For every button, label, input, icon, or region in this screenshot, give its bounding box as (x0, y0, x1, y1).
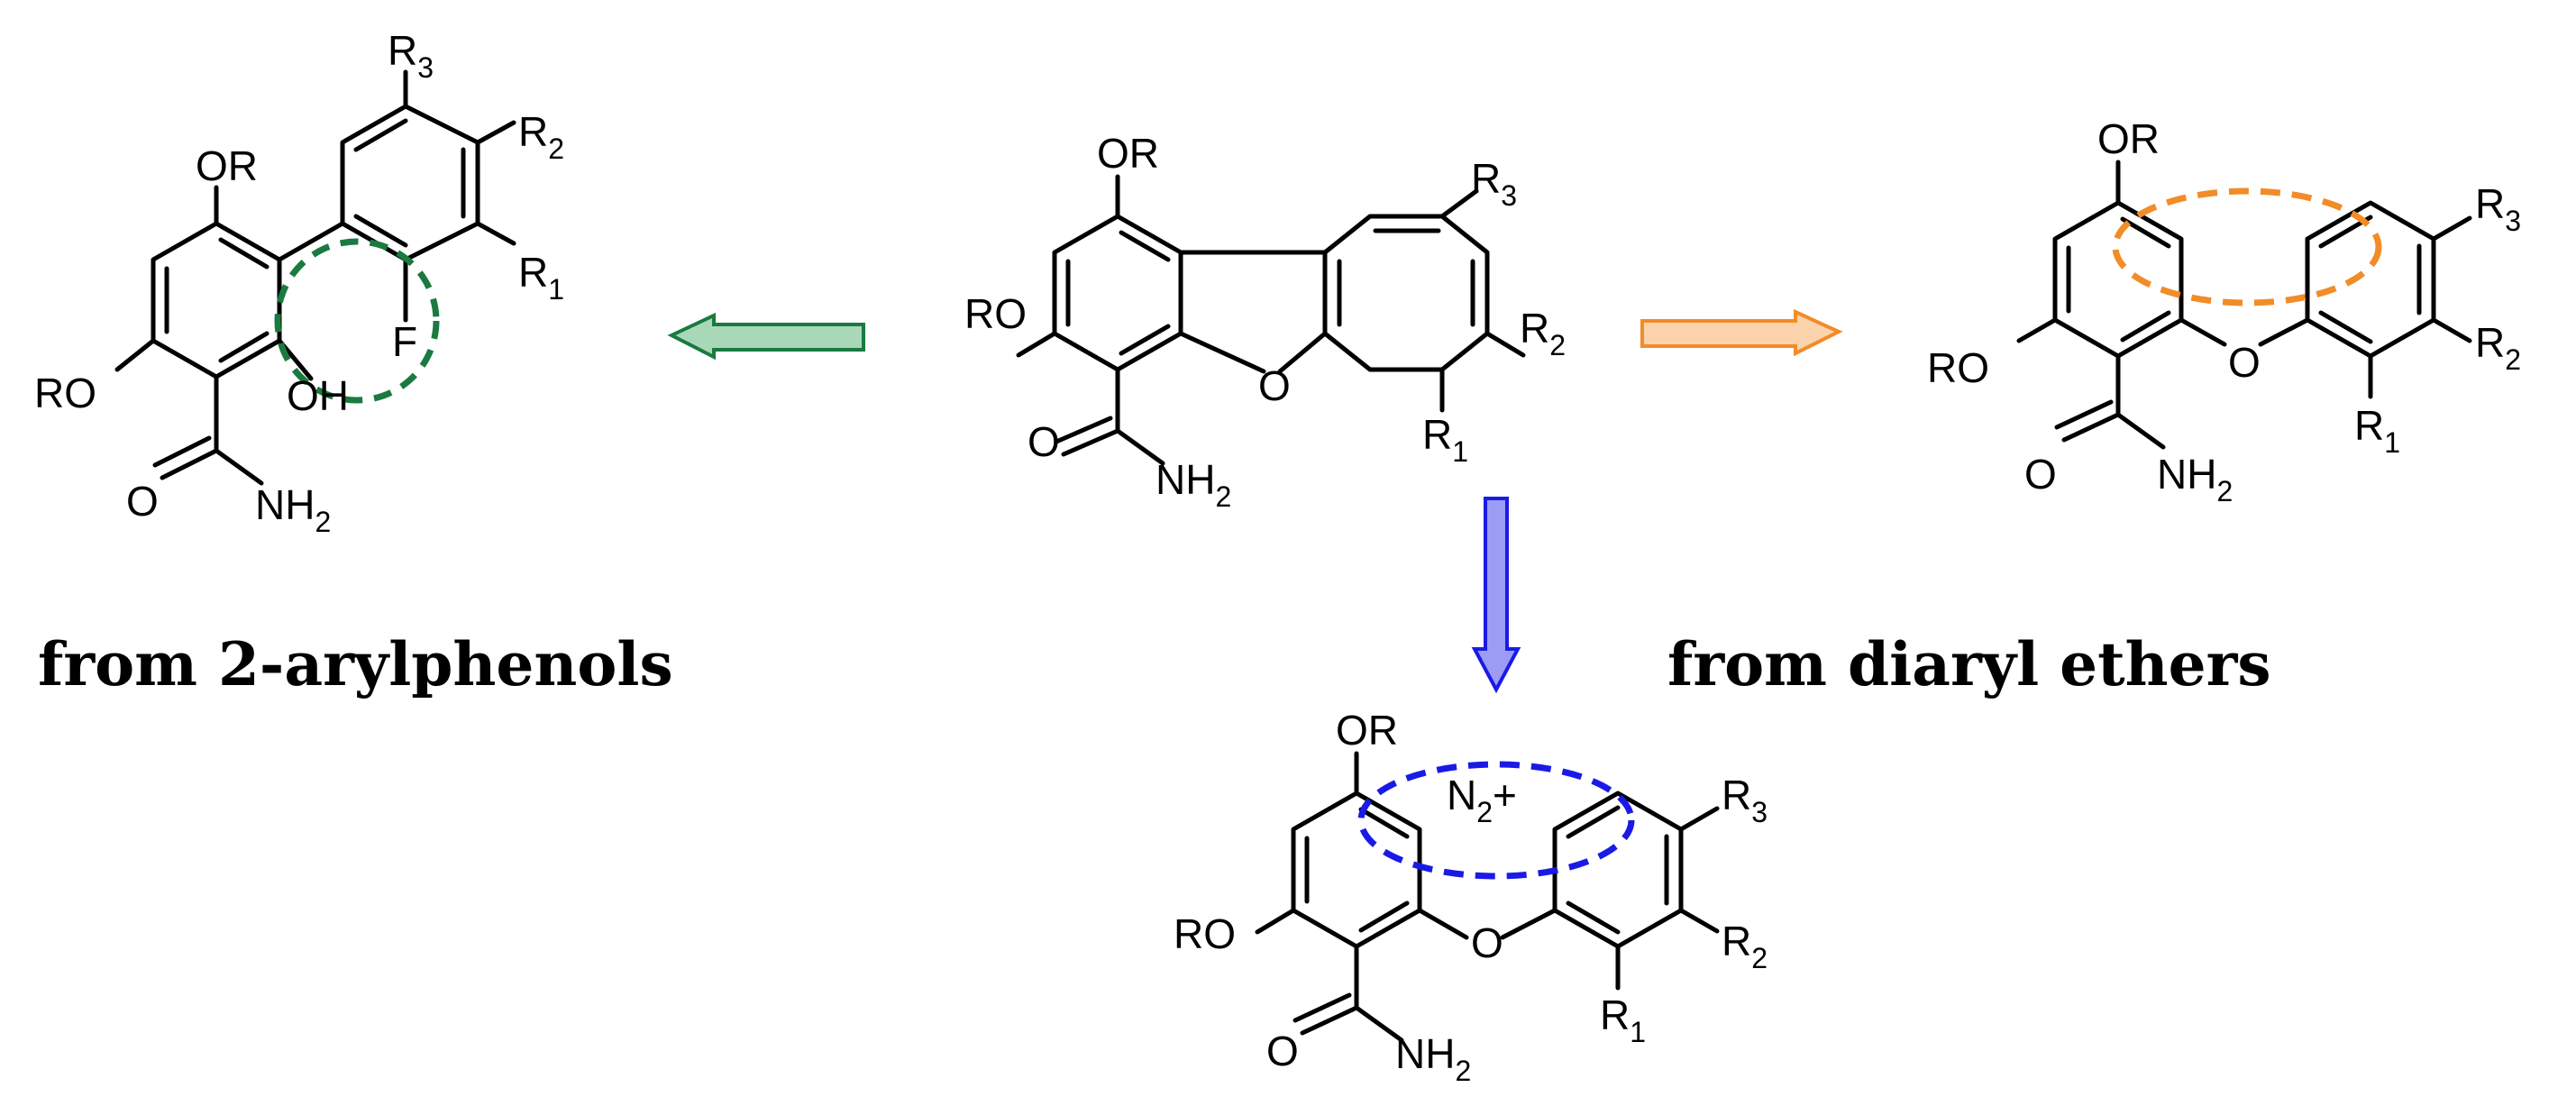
bond (1115, 428, 1165, 466)
bond (1484, 331, 1526, 358)
bond (1052, 214, 1183, 372)
bond (1119, 324, 1171, 356)
label-ether-o: O (2228, 339, 2261, 386)
bond (475, 120, 516, 145)
bond (151, 221, 282, 379)
bond (1566, 805, 1621, 839)
bond (2120, 216, 2171, 249)
label-carbonyl-o: O (126, 478, 159, 525)
label-ro: RO (1174, 910, 1236, 957)
label-furan-o: O (1258, 362, 1291, 409)
bond (1054, 416, 1113, 444)
bond (2052, 200, 2184, 359)
bond (2120, 310, 2171, 343)
label-carbonyl-o: O (1028, 418, 1060, 465)
arrow-down-blue (1471, 497, 1521, 694)
bond (475, 221, 516, 246)
caption-from-diaryl-ethers: from diaryl ethers (1667, 629, 2271, 699)
arrow-left-green (667, 312, 865, 361)
bond (2258, 317, 2310, 347)
label-r1: R1 (2354, 402, 2400, 459)
caption-from-2-arylphenols: from 2-arylphenols (38, 629, 673, 699)
highlight-ellipse-orange (2112, 187, 2382, 306)
label-ro: RO (964, 290, 1027, 337)
bond (1354, 1005, 1404, 1043)
structure-diaryl-ether: OR RO O O NH2 R3 R2 R1 (1927, 115, 2521, 507)
arrow-right-orange (1640, 308, 1843, 357)
bond (2431, 317, 2472, 343)
bond (2318, 310, 2373, 344)
label-oh: OH (287, 372, 349, 419)
bond (2431, 215, 2472, 242)
bond (160, 448, 219, 480)
bond (1322, 214, 1490, 372)
label-r2: R2 (518, 108, 564, 165)
bond (1439, 188, 1479, 219)
structure-dibenzofuran: OR RO O O NH2 R3 R2 R1 (964, 130, 1566, 513)
label-ether-o: O (1471, 919, 1503, 966)
label-carbonyl-o: O (1266, 1028, 1299, 1074)
label-r3: R3 (1722, 772, 1768, 828)
bond (1358, 807, 1410, 839)
label-carbonyl-o: O (2024, 451, 2057, 498)
bond (2115, 412, 2166, 450)
structure-diazonium-ether: OR RO O O NH2 N2+ R3 R2 R1 (1174, 707, 1768, 1087)
label-or: OR (196, 142, 258, 189)
bond (114, 338, 156, 372)
label-or: OR (1097, 130, 1159, 177)
bond (1417, 908, 1469, 940)
bond (2305, 200, 2436, 359)
label-r1: R1 (1600, 992, 1646, 1048)
bond (1358, 900, 1410, 933)
label-r2: R2 (1520, 305, 1566, 361)
bond (1277, 331, 1328, 374)
label-ro: RO (1927, 344, 1989, 391)
label-nh2: NH2 (1395, 1030, 1471, 1087)
bond (1178, 331, 1266, 374)
bond (340, 104, 480, 262)
bond (1552, 791, 1684, 949)
label-nh2: NH2 (255, 481, 331, 538)
bond (152, 435, 212, 468)
bond (1500, 908, 1557, 940)
bond (218, 237, 269, 270)
label-diazonium: N2+ (1447, 772, 1517, 828)
highlight-ellipse-blue (1357, 761, 1635, 880)
bond (1678, 908, 1720, 934)
bond (2054, 399, 2114, 430)
bond (214, 448, 264, 486)
bond (1119, 230, 1171, 262)
bond (1300, 1005, 1359, 1036)
bond (1291, 791, 1422, 949)
bond (2061, 412, 2121, 443)
label-r3: R3 (1471, 155, 1517, 212)
bond (1678, 806, 1720, 832)
structure-2-arylphenol: OR RO OH F O NH2 R3 R2 R1 (34, 27, 564, 538)
label-r3: R3 (388, 27, 434, 84)
bond (1016, 331, 1057, 358)
bond (2179, 317, 2227, 347)
label-r3: R3 (2475, 180, 2521, 237)
bond (2016, 317, 2058, 343)
label-r2: R2 (1722, 918, 1768, 974)
bond (277, 221, 345, 262)
label-nh2: NH2 (2157, 451, 2233, 507)
label-or: OR (1336, 707, 1398, 754)
label-ro: RO (34, 370, 96, 416)
bond (353, 214, 408, 248)
bond (353, 118, 408, 152)
bond (1293, 992, 1352, 1023)
label-f: F (392, 318, 417, 365)
label-or: OR (2097, 115, 2160, 162)
highlight-circle-green (274, 238, 440, 404)
label-r2: R2 (2475, 319, 2521, 376)
label-nh2: NH2 (1156, 456, 1231, 513)
label-r1: R1 (518, 249, 564, 306)
bond (218, 331, 269, 363)
bond (1566, 900, 1621, 935)
bond (1255, 908, 1296, 935)
label-r1: R1 (1422, 411, 1468, 468)
bond (1061, 428, 1120, 457)
